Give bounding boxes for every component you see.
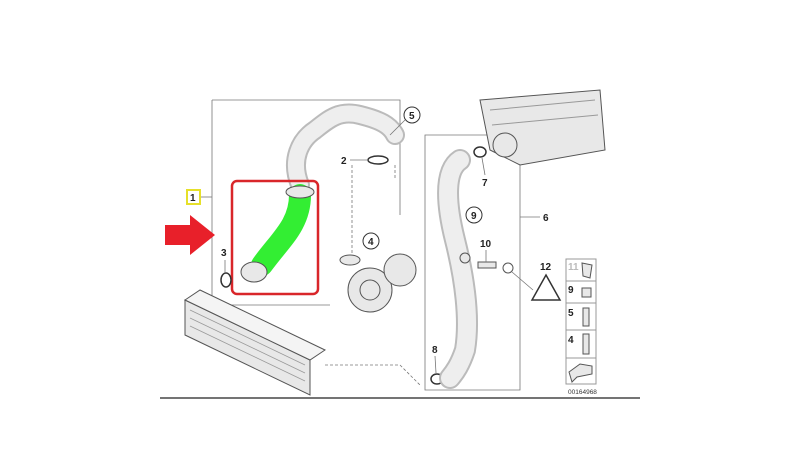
callout-10[interactable]: 10	[480, 239, 492, 250]
callout-8[interactable]: 8	[432, 345, 438, 356]
callout-6[interactable]: 6	[543, 213, 549, 224]
o-ring-7	[473, 146, 487, 158]
nut-icon	[581, 287, 592, 298]
intercooler	[183, 289, 327, 396]
sensor-10	[477, 261, 497, 269]
bolt-icon	[582, 307, 590, 327]
drawing-number: 00164968	[568, 389, 597, 396]
warning-triangle-icon	[530, 273, 562, 301]
highlighted-charge-air-hose[interactable]	[251, 184, 311, 276]
sensor-port	[459, 252, 471, 264]
callout-4-circle	[362, 232, 380, 250]
callout-2[interactable]: 2	[341, 156, 347, 167]
callout-5[interactable]: 5	[409, 111, 415, 122]
callout-9[interactable]: 9	[471, 211, 477, 222]
o-ring-2	[367, 155, 389, 165]
legend-label-5: 5	[568, 308, 574, 319]
callout-5-circle	[403, 106, 421, 124]
intake-manifold	[479, 89, 606, 166]
screw-icon	[582, 333, 590, 355]
callout-12[interactable]: 12	[540, 262, 552, 273]
legend-label-11: 11	[568, 262, 579, 273]
small-parts-legend: 11 9 5 4	[565, 258, 597, 385]
pointer-arrow-icon	[165, 215, 215, 255]
callout-1-box	[186, 189, 201, 205]
callout-3[interactable]: 3	[221, 248, 227, 259]
callout-4[interactable]: 4	[368, 237, 374, 248]
o-ring-3	[220, 272, 232, 288]
hose-clamp	[240, 261, 268, 283]
turbocharger	[339, 253, 417, 313]
highlight-box	[230, 179, 320, 296]
callout-1[interactable]: 1	[190, 193, 196, 204]
legend-label-4: 4	[568, 335, 574, 346]
clip-icon	[581, 262, 593, 279]
callout-7[interactable]: 7	[482, 178, 488, 189]
reference-arrow-icon	[568, 363, 593, 383]
callout-9-circle	[465, 206, 483, 224]
legend-label-9: 9	[568, 285, 574, 296]
